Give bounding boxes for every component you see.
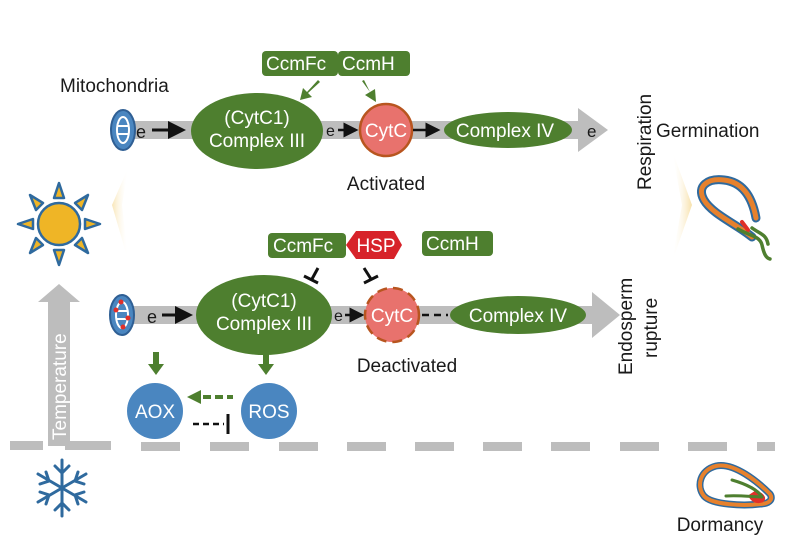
left-glow-wedge xyxy=(112,168,128,260)
mitochondria-label: Mitochondria xyxy=(60,76,169,97)
dormant-seed-icon xyxy=(696,462,775,509)
ccmh-activates-cytc-arrow xyxy=(362,80,376,102)
top-complex-iii-line2: Complex III xyxy=(209,131,305,152)
bottom-electron-label-1: e xyxy=(147,307,157,327)
activated-label: Activated xyxy=(347,174,425,195)
temperature-label: Temperature xyxy=(50,333,71,440)
top-pathway: Mitochondria e (CytC1) Complex III e Cyt… xyxy=(60,51,760,195)
ccmfc-activates-complex-iii-arrow xyxy=(300,80,320,100)
aox-label: AOX xyxy=(135,402,175,423)
top-ccmh-box xyxy=(338,51,410,76)
bottom-ccmh-box xyxy=(422,231,493,256)
bottom-complex-iii-line2: Complex III xyxy=(216,314,312,335)
top-electron-label-2: e xyxy=(326,123,335,140)
hsp-label: HSP xyxy=(356,236,395,257)
top-ccmfc-box xyxy=(262,51,338,76)
endosperm-label: Endosperm xyxy=(616,278,637,375)
deactivated-label: Deactivated xyxy=(357,356,457,377)
top-complex-iii xyxy=(191,93,323,169)
top-electron-label-3: e xyxy=(587,122,596,141)
complex-iii-to-ros-arrow xyxy=(258,352,274,375)
ros-to-aox-green-dashed-arrow-head xyxy=(187,390,201,404)
top-complex-iv xyxy=(444,112,572,148)
bottom-pathway: e (CytC1) Complex III e CytC Complex IV … xyxy=(109,231,662,439)
top-cytc xyxy=(358,102,414,158)
bottom-cytc-broken-border xyxy=(363,286,421,344)
top-complex-iii-line1: (CytC1) xyxy=(224,108,289,129)
top-electron-label-1: e xyxy=(136,122,146,142)
mitochondria-icon xyxy=(110,109,136,151)
snowflake-icon xyxy=(36,458,88,518)
temperature-axis: Temperature xyxy=(38,284,80,446)
top-complex-iv-label: Complex IV xyxy=(456,121,555,142)
top-ccmh-label: CcmH xyxy=(342,54,395,75)
bottom-ccmfc-label: CcmFc xyxy=(273,236,333,257)
top-cytc-label: CytC xyxy=(365,121,407,142)
germinating-seed-icon xyxy=(697,175,772,261)
complex-iii-to-aox-arrow xyxy=(148,352,164,375)
bottom-ccmfc-box xyxy=(268,233,346,258)
right-glow-wedge xyxy=(672,150,692,262)
ros-label: ROS xyxy=(248,402,289,423)
bottom-ccmh-label: CcmH xyxy=(426,234,479,255)
hsp-inhibits-cytc-bar xyxy=(362,267,379,285)
warm-cold-divider xyxy=(10,441,775,451)
stressed-mitochondria-icon xyxy=(109,294,135,336)
respiration-label: Respiration xyxy=(635,94,656,190)
top-ccmfc-label: CcmFc xyxy=(266,54,326,75)
rupture-label: rupture xyxy=(641,298,662,358)
ros-node xyxy=(241,383,297,439)
aox-node xyxy=(127,383,183,439)
bottom-complex-iii-line1: (CytC1) xyxy=(231,291,296,312)
bottom-electron-label-2: e xyxy=(334,308,343,325)
sun-icon xyxy=(16,181,102,267)
bottom-cytc xyxy=(365,288,419,342)
hsp-hexagon xyxy=(346,231,402,259)
germination-label: Germination xyxy=(656,121,760,142)
dormancy-label: Dormancy xyxy=(677,515,764,536)
bottom-complex-iv xyxy=(450,296,586,334)
bottom-complex-iv-label: Complex IV xyxy=(469,306,568,327)
temperature-arrow xyxy=(38,284,80,446)
bottom-complex-iii xyxy=(196,275,332,355)
bottom-cytc-label: CytC xyxy=(371,306,413,327)
ccmfc-inhibits-complex-iii-bar xyxy=(303,267,320,285)
